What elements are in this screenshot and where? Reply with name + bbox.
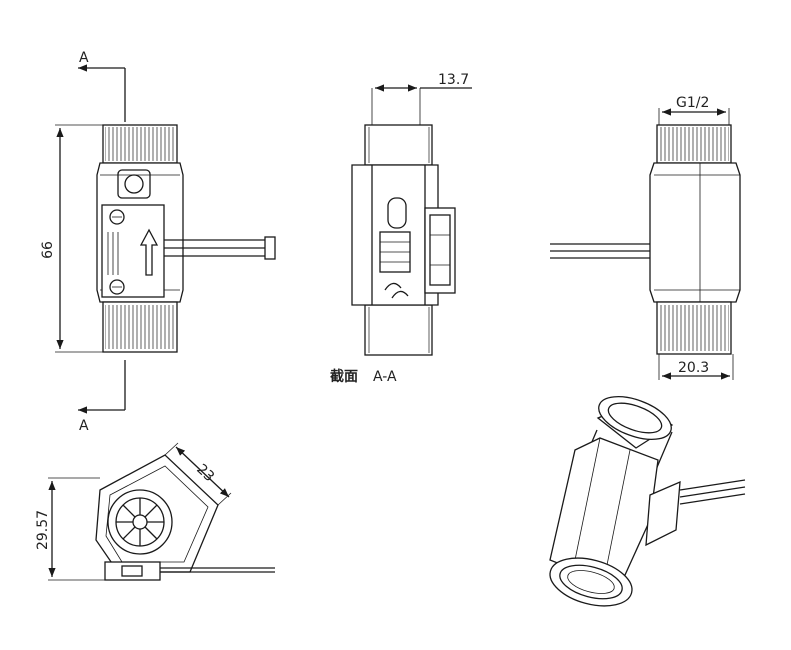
end-view <box>48 442 275 581</box>
front-view <box>55 64 276 414</box>
section-view <box>351 84 472 356</box>
section-caption-cn: 截面 <box>330 368 358 385</box>
body-width-label: 20.3 <box>678 360 709 376</box>
end-height-label: 29.57 <box>35 510 51 550</box>
section-marker-top: A <box>79 50 89 66</box>
thread-size-label: G1/2 <box>676 95 709 111</box>
isometric-view <box>549 396 746 607</box>
side-view <box>550 108 741 380</box>
section-caption-id: A-A <box>373 369 397 385</box>
section-marker-bottom: A <box>79 418 89 434</box>
hex-width-label: 23 <box>193 461 217 485</box>
section-width-label: 13.7 <box>438 72 469 88</box>
height-dimension-label: 66 <box>40 241 56 259</box>
